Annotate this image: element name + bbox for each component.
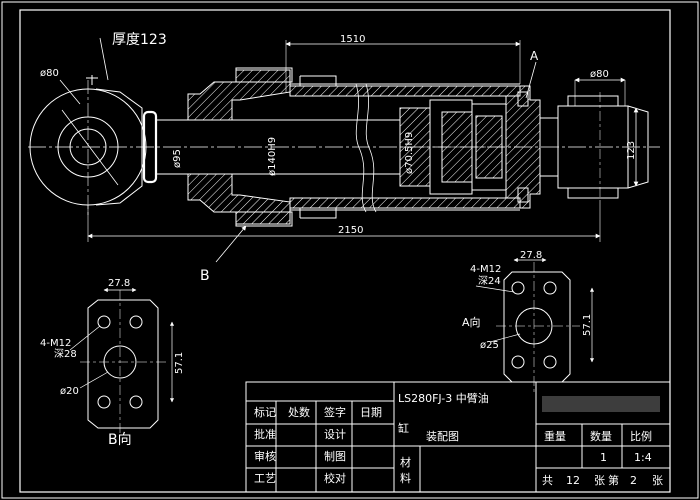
tb-qty-h: 数量	[590, 430, 612, 443]
view-a-thread: 4-M12	[470, 264, 501, 275]
cylinder-barrel	[289, 85, 521, 97]
tb-material-1: 材	[400, 455, 411, 469]
tb-draft: 制图	[324, 450, 346, 463]
title-drawing-no: LS280FJ-3 中臂油	[398, 391, 489, 405]
tb-page-prefix: 第	[608, 473, 619, 487]
tb-material-2: 料	[400, 471, 411, 485]
tb-process: 工艺	[254, 472, 276, 485]
tb-scale-h: 比例	[630, 429, 652, 443]
thickness-label: 厚度123	[112, 32, 167, 48]
view-a-dim-width: 27.8	[520, 250, 542, 261]
front-gland	[187, 69, 291, 121]
tb-page-suffix: 张	[652, 474, 663, 487]
inner-frame	[19, 9, 671, 493]
label-b: B	[200, 268, 210, 284]
view-b-title: B向	[108, 432, 132, 448]
view-b-dim-width: 27.8	[108, 278, 130, 289]
label-a: A	[530, 49, 539, 63]
view-a-title: A向	[462, 315, 481, 329]
tb-date: 日期	[360, 406, 382, 419]
tb-scale-val: 1:4	[634, 451, 652, 464]
view-b-outline	[87, 299, 159, 429]
tb-design: 设计	[324, 428, 346, 441]
dia-piston: ø70.5H9	[404, 132, 415, 174]
title-company-blur	[542, 396, 660, 412]
view-b-thread-depth: 深28	[54, 348, 77, 360]
dim-right-height: 123	[626, 141, 637, 160]
view-b-thread: 4-M12	[40, 338, 71, 349]
view-b	[69, 287, 175, 436]
dia-rod: ø95	[172, 149, 183, 168]
tb-count: 处数	[288, 406, 310, 419]
rod-flange	[142, 110, 158, 184]
tb-qty-val: 1	[600, 451, 607, 464]
left-eye-body	[95, 88, 143, 206]
title-part-name-line1: 缸	[398, 421, 409, 435]
tb-sign: 签字	[324, 405, 346, 419]
tb-total-n: 12	[566, 474, 580, 487]
dim-overall-length: 2150	[338, 225, 363, 236]
tb-check: 审核	[254, 449, 276, 463]
tb-sheet: 张	[594, 474, 605, 487]
dia-right-eye: ø80	[590, 69, 609, 80]
view-b-hole-dia: ø20	[60, 386, 79, 397]
tb-total: 共	[542, 474, 553, 487]
view-a-dim-height: 57.1	[582, 314, 593, 336]
tb-mark: 标记	[254, 405, 276, 419]
view-a-hole-dia: ø25	[480, 340, 499, 351]
dia-bore: ø140H9	[267, 137, 278, 176]
tb-review: 校对	[324, 471, 346, 485]
title-part-name: 装配图	[426, 430, 459, 443]
main-view	[28, 37, 660, 263]
tb-approve: 批准	[254, 427, 276, 441]
tb-page-n: 2	[630, 474, 637, 487]
title-block	[245, 381, 671, 493]
view-b-dim-height: 57.1	[174, 352, 185, 374]
view-a-outline	[503, 271, 571, 383]
dia-left-eye: ø80	[40, 68, 59, 79]
dim-top-length: 1510	[340, 34, 365, 45]
rear-cap	[505, 85, 541, 209]
tb-weight-h: 重量	[544, 429, 566, 443]
view-a-thread-depth: 深24	[478, 275, 501, 287]
